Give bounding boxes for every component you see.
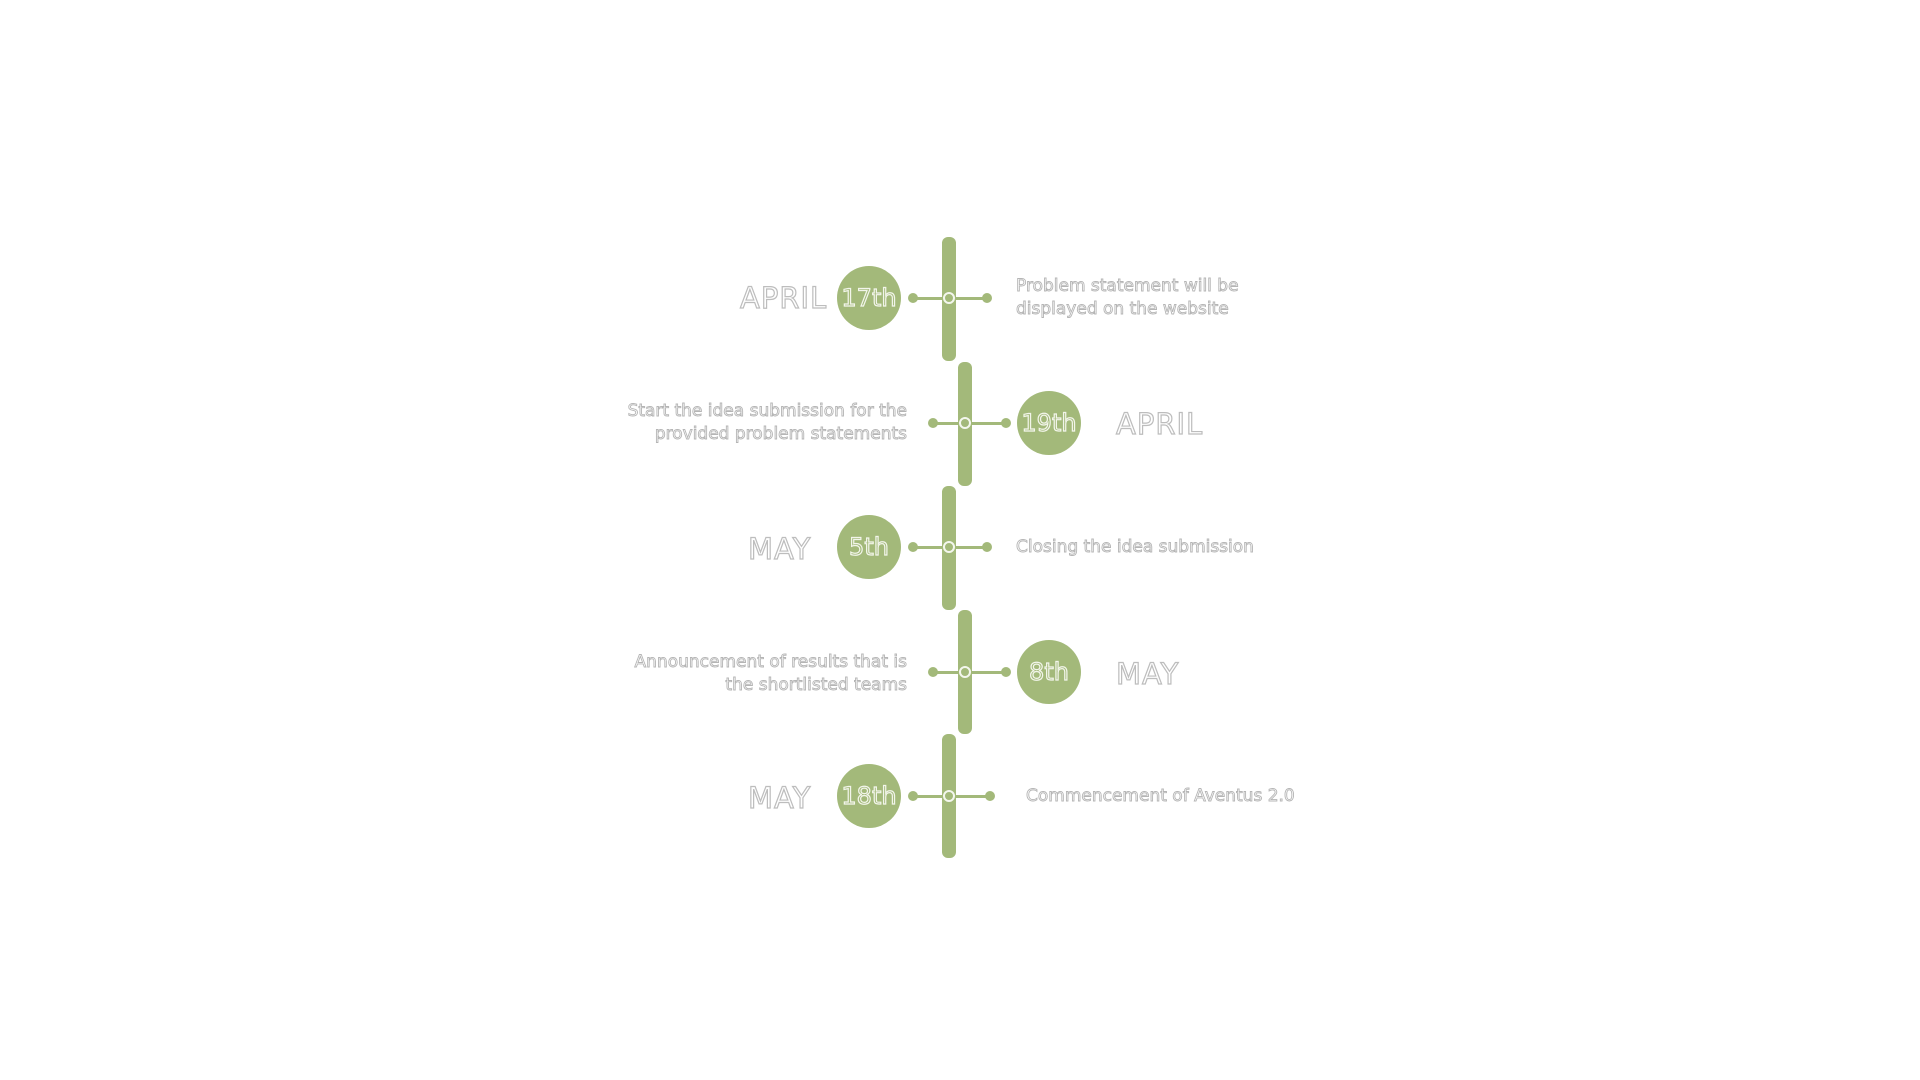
event-1-connector-dot-left (908, 293, 918, 303)
event-2-connector-dot-right (1001, 418, 1011, 428)
event-5-description-line-1: Commencement of Aventus 2.0 (1026, 786, 1296, 807)
event-5-connector-dot-right (985, 791, 995, 801)
event-4-description-line-1: Announcement of results that is (634, 652, 907, 673)
event-4-description-line-2: the shortlisted teams (725, 675, 907, 696)
event-5-connector-dot-left (908, 791, 918, 801)
event-4-hub (959, 666, 971, 678)
event-5-day-badge: 18th (837, 764, 901, 828)
event-1-description-line-2: displayed on the website (1016, 299, 1230, 320)
event-3-month: MAY (747, 532, 812, 566)
event-2-day: 19th (1021, 408, 1077, 437)
event-3-description-line-1: Closing the idea submission (1016, 537, 1255, 558)
event-3-day-badge: 5th (837, 515, 901, 579)
event-5-hub (943, 790, 955, 802)
event-2-month: APRIL (1115, 407, 1204, 441)
event-5-description: Commencement of Aventus 2.0 (1026, 785, 1296, 808)
event-2-description-line-1: Start the idea submission for the (627, 401, 907, 422)
event-3-connector-dot-left (908, 542, 918, 552)
event-1-connector-dot-right (982, 293, 992, 303)
event-2-description-line-2: provided problem statements (654, 424, 907, 445)
event-3-description: Closing the idea submission (1016, 536, 1255, 559)
event-3-day: 5th (848, 532, 889, 561)
event-2-description: Start the idea submission for the provid… (627, 400, 907, 446)
event-1-description: Problem statement will be displayed on t… (1016, 275, 1239, 321)
event-4-day-badge: 8th (1017, 640, 1081, 704)
event-1-hub (943, 292, 955, 304)
event-1-description-line-1: Problem statement will be (1016, 276, 1239, 297)
event-3-connector-dot-right (982, 542, 992, 552)
event-2-day-badge: 19th (1017, 391, 1081, 455)
event-4-description: Announcement of results that is the shor… (634, 651, 907, 697)
event-1-day: 17th (841, 283, 897, 312)
event-5-month: MAY (747, 781, 812, 815)
event-4-connector-dot-left (928, 667, 938, 677)
event-2-hub (959, 417, 971, 429)
event-4-month: MAY (1115, 657, 1180, 691)
event-3-hub (943, 541, 955, 553)
event-4-connector-dot-right (1001, 667, 1011, 677)
event-4-day: 8th (1028, 657, 1069, 686)
event-2-connector-dot-left (928, 418, 938, 428)
event-1-month: APRIL (739, 281, 828, 315)
event-1-day-badge: 17th (837, 266, 901, 330)
event-5-day: 18th (841, 781, 897, 810)
